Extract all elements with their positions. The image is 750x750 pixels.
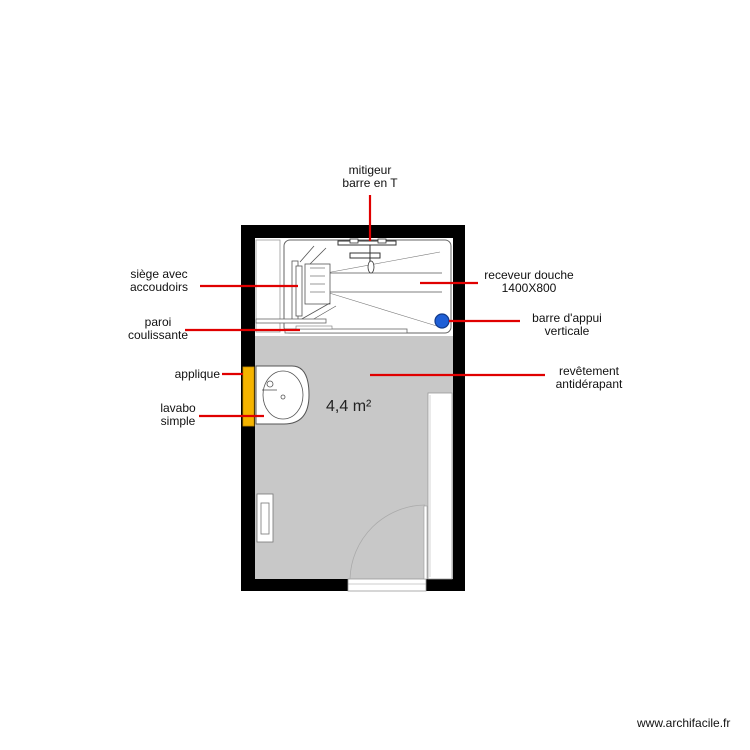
- label-paroi-line2: coulissante: [127, 328, 189, 342]
- door-leaf[interactable]: [423, 505, 428, 580]
- label-barre-line2: verticale: [544, 324, 590, 338]
- label-applique: applique: [150, 368, 220, 381]
- label-barre: barre d'appui verticale: [522, 312, 612, 338]
- door-swing: [349, 504, 426, 580]
- label-receveur: receveur douche 1400X800: [474, 269, 584, 295]
- label-paroi: paroi coulissante: [118, 316, 198, 342]
- label-revetement: revêtement antidérapant: [544, 365, 634, 391]
- wall-light: [242, 366, 255, 427]
- label-mitigeur-line1: mitigeur: [348, 163, 392, 177]
- credit-link[interactable]: www.archifacile.fr: [637, 716, 731, 730]
- washbasin: [255, 365, 310, 425]
- label-lavabo: lavabo simple: [148, 402, 208, 428]
- label-revetement-line1: revêtement: [558, 364, 620, 378]
- label-mitigeur-line2: barre en T: [342, 176, 398, 190]
- room-area: 4,4 m²: [326, 398, 372, 415]
- cabinet: [427, 392, 453, 580]
- label-siege-line2: accoudoirs: [129, 280, 189, 294]
- sliding-panel[interactable]: [255, 318, 327, 324]
- leader-lines: [185, 195, 545, 418]
- label-receveur-line1: receveur douche: [484, 268, 574, 282]
- label-lavabo-line2: simple: [160, 414, 196, 428]
- label-paroi-line1: paroi: [144, 315, 172, 329]
- grab-bar-icon: [434, 313, 450, 329]
- label-barre-line1: barre d'appui: [532, 311, 602, 325]
- label-siege-line1: siège avec: [130, 267, 188, 281]
- door-opening: [347, 578, 427, 592]
- label-receveur-line2: 1400X800: [501, 281, 557, 295]
- label-applique-text: applique: [174, 367, 220, 381]
- label-lavabo-line1: lavabo: [160, 401, 196, 415]
- shower-seat: [291, 245, 337, 321]
- label-siege: siège avec accoudoirs: [122, 268, 196, 294]
- mixer-tap: [337, 240, 397, 246]
- label-mitigeur: mitigeur barre en T: [330, 164, 410, 190]
- label-revetement-line2: antidérapant: [555, 377, 623, 391]
